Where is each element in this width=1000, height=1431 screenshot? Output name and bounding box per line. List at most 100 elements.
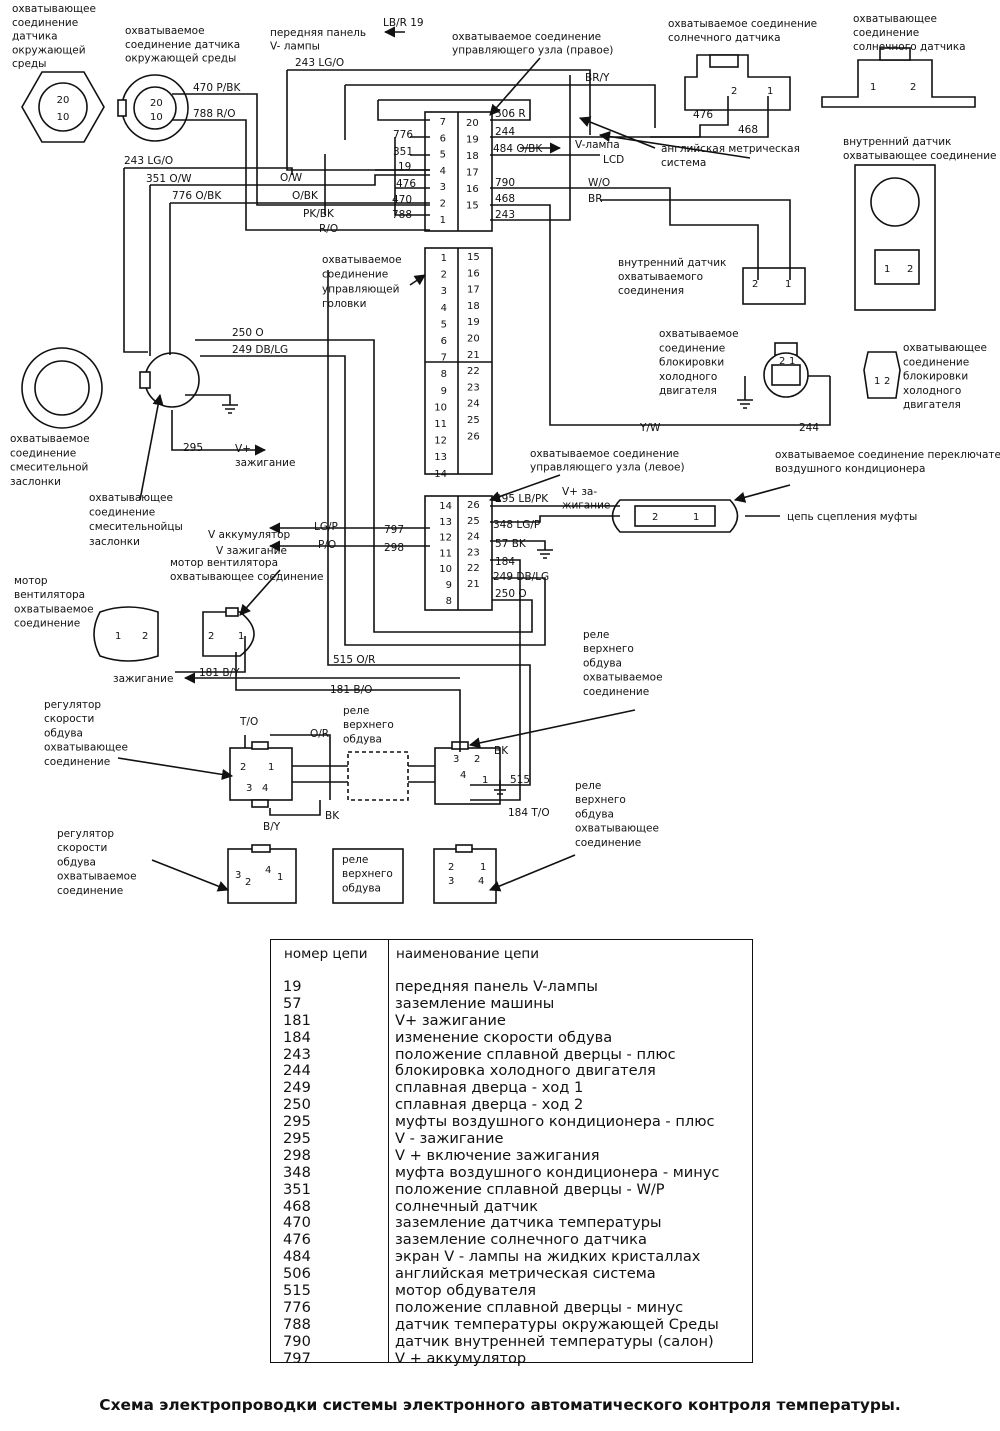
cold-engine-female-label: блокировки <box>903 371 968 383</box>
v-battery-label: V аккумулятор <box>208 529 291 541</box>
legend-circuit-name: изменение скорости обдува <box>395 1028 613 1046</box>
pin-number: 19 <box>466 135 479 146</box>
ambient-sensor-male-label: охватываемое <box>125 25 205 37</box>
pin-number: 12 <box>439 533 452 544</box>
pin-number: 25 <box>467 516 480 527</box>
wire-label: T/O <box>239 716 258 728</box>
relay-label: обдува <box>343 733 382 745</box>
sun-sensor-female-label: соединение <box>853 27 919 39</box>
sun-sensor-female-label: охватывающее <box>853 13 937 25</box>
cold-engine-male-label: блокировки <box>659 357 724 369</box>
upper-blower-relay-female-connector <box>433 844 497 904</box>
blend-door-female-label: соединение <box>89 507 155 519</box>
legend-circuit-number: 295 <box>283 1130 311 1148</box>
pin-number: 3 <box>448 876 454 887</box>
wire-label: W/O <box>588 177 610 189</box>
pin-number: 10 <box>439 564 452 575</box>
wire-label: Y/W <box>639 422 661 434</box>
legend-circuit-number: 476 <box>283 1231 311 1249</box>
wire-label: 515 <box>510 774 530 786</box>
interior-sensor-male-label: внутренний датчик <box>618 257 726 269</box>
legend-circuit-number: 19 <box>283 978 302 995</box>
blend-door-female-connector <box>139 352 200 408</box>
pin-number: 15 <box>466 201 479 212</box>
legend-header: номер цепи наименование цепи <box>271 940 752 972</box>
relay-label: верхнего <box>343 719 394 731</box>
relay-male-label: обдува <box>583 657 622 669</box>
pin-number: 21 <box>467 579 480 590</box>
v-ignition-top-label: V+ за- <box>562 486 597 498</box>
pin-number: 3 <box>246 783 252 794</box>
ambient-sensor-male-label: соединение датчика <box>125 39 240 51</box>
pin-number: 9 <box>446 580 452 591</box>
pin-number: 17 <box>466 168 479 179</box>
pin-number: 1 <box>440 215 446 226</box>
wire-label: O/BK <box>292 190 319 202</box>
pin-number: 2 <box>440 199 446 210</box>
ground-symbols <box>222 399 753 795</box>
metric-system-label: английская метрическая <box>661 143 800 155</box>
legend-circuit-number: 57 <box>283 994 302 1012</box>
wire-label: BR/Y <box>585 72 610 84</box>
pin-number: 19 <box>467 317 480 328</box>
ambient-sensor-female-label: окружающей <box>12 44 86 56</box>
pin-number: 3 <box>441 286 447 297</box>
relay-male-label: реле <box>583 629 609 641</box>
pin-number: 14 <box>434 469 447 480</box>
wire-label: 788 <box>392 209 412 221</box>
pin-number: 13 <box>439 517 452 528</box>
control-head-label: соединение <box>322 269 388 281</box>
cold-engine-female-label: соединение <box>903 356 969 368</box>
relay-label: реле <box>343 705 369 717</box>
control-head-label: охватываемое <box>322 254 402 266</box>
wire-label: 348 LG/P <box>493 519 540 531</box>
pin-number: 8 <box>441 369 447 380</box>
interior-sensor-male-connector <box>742 267 806 305</box>
cold-engine-male-label: охватываемое <box>659 328 739 340</box>
wire-label: 484 O/BK <box>493 143 543 155</box>
wire-label: 351 O/W <box>146 173 192 185</box>
ac-pressure-switch-label: воздушного кондиционера <box>775 463 925 475</box>
legend-circuit-name: заземление машины <box>395 994 555 1012</box>
legend-circuit-name: солнечный датчик <box>395 1197 539 1215</box>
legend-circuit-name: положение сплавной дверцы - W/P <box>395 1180 665 1198</box>
ambient-sensor-female-label: охватывающее <box>12 3 96 15</box>
pin-number: 26 <box>467 500 480 511</box>
cold-engine-male-label: соединение <box>659 342 725 354</box>
legend-circuit-number: 181 <box>283 1011 311 1029</box>
pin-number: 10 <box>150 112 163 123</box>
legend-circuit-number: 515 <box>283 1282 311 1300</box>
wire-label: 295 LB/PK <box>495 493 549 505</box>
control-unit-left-connector <box>424 495 493 611</box>
upper-blower-relay-male-connector <box>434 741 501 805</box>
pin-number: 1 <box>480 862 486 873</box>
legend-circuit-name: положение сплавной дверцы - минус <box>395 1298 684 1316</box>
legend-circuit-number: 484 <box>283 1248 311 1266</box>
pin-number: 2 <box>240 762 246 773</box>
control-head-connector <box>424 247 493 475</box>
speed-regulator-female-label: скорости <box>44 713 94 725</box>
wire-label: 181 B/O <box>330 684 372 696</box>
legend-circuit-number: 244 <box>283 1062 311 1080</box>
cold-engine-female-connector <box>863 351 901 399</box>
pin-number: 2 <box>779 356 785 367</box>
wire-label: 470 P/BK <box>193 82 241 94</box>
pin-number: 5 <box>441 319 447 330</box>
sun-sensor-female-label: солнечного датчика <box>853 41 966 53</box>
wire-label: 476 <box>693 109 713 121</box>
pin-number: 3 <box>235 870 241 881</box>
legend-col-number-header: номер цепи <box>284 946 368 962</box>
pin-number: 1 <box>789 356 795 367</box>
wire-label: B/Y <box>263 821 281 833</box>
legend-circuit-number: 243 <box>283 1045 311 1063</box>
legend-circuit-name: V - зажигание <box>395 1130 504 1148</box>
lcd-label: LCD <box>603 154 624 166</box>
